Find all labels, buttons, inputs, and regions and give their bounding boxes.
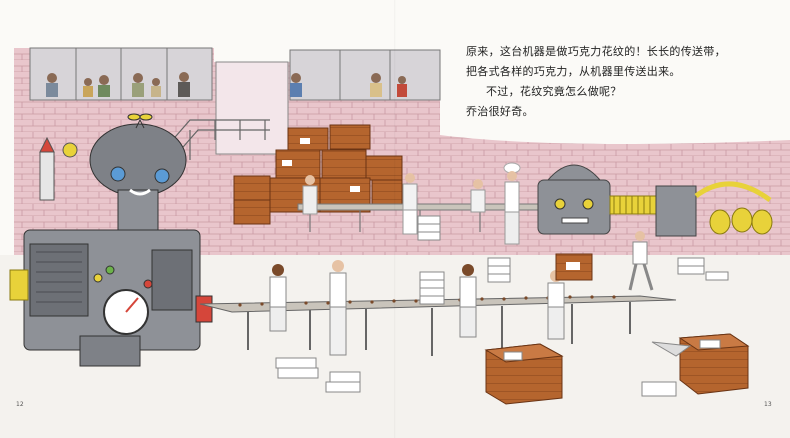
story-line-2: 把各式各样的巧克力，从机器里传送出来。 (466, 65, 681, 78)
chocolate-pattern-machine (9, 113, 213, 367)
front-crates (484, 253, 750, 405)
chocolate-boxes (275, 215, 729, 397)
page-number-right: 13 (764, 401, 772, 408)
gallery-window-right (289, 49, 441, 101)
upper-door (215, 61, 289, 155)
right-machine (537, 164, 773, 237)
back-workers (302, 162, 521, 245)
front-workers (269, 231, 654, 356)
gallery-window-left (29, 47, 213, 101)
story-line-1: 原来，这台机器是做巧克力花纹的！长长的传送带， (466, 45, 726, 58)
story-line-3: 不过，花纹究竟怎么做呢？ (486, 85, 622, 98)
page-number-left: 12 (16, 401, 24, 408)
book-gutter (394, 0, 396, 438)
story-line-4: 乔治很好奇。 (466, 105, 534, 118)
story-text: 原来，这台机器是做巧克力花纹的！长长的传送带， 把各式各样的巧克力，从机器里传送… (466, 42, 778, 122)
